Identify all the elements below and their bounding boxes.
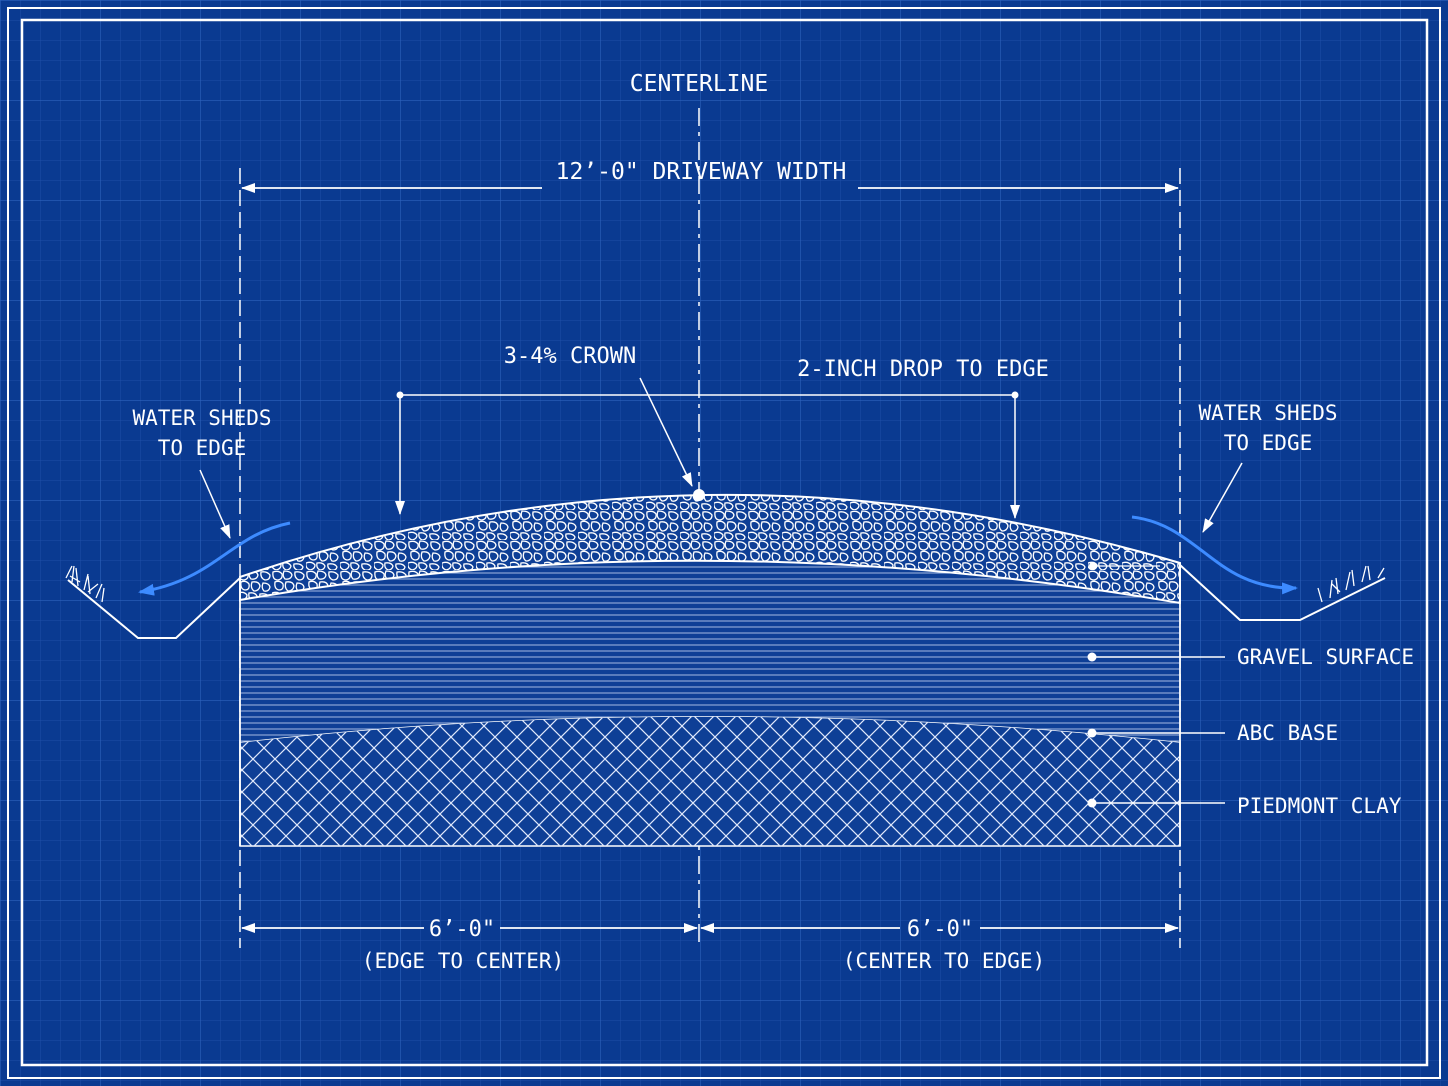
water-flow-right-icon — [1131, 515, 1298, 595]
abc-base-label: ABC BASE — [1237, 721, 1338, 745]
inner-frame — [20, 18, 1429, 1067]
crown-label: 3-4% CROWN — [504, 344, 636, 369]
centerline-label: CENTERLINE — [630, 71, 768, 97]
crown-leader — [639, 377, 693, 487]
left-ditch — [67, 577, 241, 639]
crown-point — [693, 489, 705, 501]
water-sheds-right-line2: TO EDGE — [1224, 431, 1313, 455]
abc-base-hatch — [240, 560, 1180, 742]
water-flow-left-icon — [138, 521, 291, 596]
clay-hatch — [240, 716, 1180, 846]
water-sheds-right-leader — [1202, 462, 1243, 533]
water-sheds-left-line1: WATER SHEDS — [132, 406, 271, 430]
right-dim-value: 6’-0" — [907, 917, 973, 942]
water-sheds-right-line1: WATER SHEDS — [1198, 401, 1337, 425]
piedmont-clay-label: PIEDMONT CLAY — [1237, 794, 1402, 818]
driveway-width-label: 12’-0" DRIVEWAY WIDTH — [556, 159, 847, 185]
right-dim-note: (CENTER TO EDGE) — [843, 949, 1045, 973]
water-sheds-left-line2: TO EDGE — [158, 436, 247, 460]
water-sheds-left-leader — [199, 469, 231, 539]
outer-frame — [7, 7, 1441, 1079]
grass-tuft-right-icon — [1317, 565, 1385, 603]
drop-to-edge-label: 2-INCH DROP TO EDGE — [797, 357, 1049, 382]
left-dim-note: (EDGE TO CENTER) — [362, 949, 564, 973]
gravel-surface-label: GRAVEL SURFACE — [1237, 645, 1414, 669]
right-ditch — [1179, 564, 1386, 621]
grass-tuft-left-icon — [65, 565, 105, 603]
left-dim-value: 6’-0" — [429, 917, 495, 942]
